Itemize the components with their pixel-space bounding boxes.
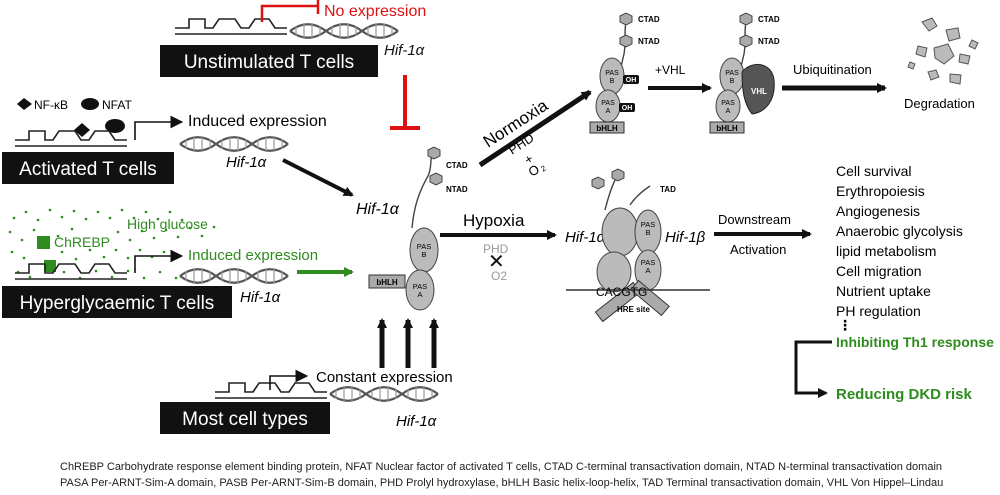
outcome-6: Nutrient uptake (836, 283, 931, 299)
unstimulated-inhibition-arrow (390, 75, 420, 130)
most-cell-label-box (160, 402, 330, 434)
ubiquitination-label: Ubiquitination (793, 62, 872, 77)
unstimulated-gene-construct (174, 18, 400, 40)
activated-expression-label: Induced expression (188, 113, 327, 130)
bhlh-label: bHLH (376, 278, 398, 287)
constant-expression-label: Constant expression (316, 369, 453, 386)
chrebp-icon (37, 236, 50, 249)
oh-label-1: OH (626, 77, 637, 84)
ntad-label: NTAD (446, 185, 468, 194)
degradation-fragments-icon (907, 17, 979, 85)
vhl-bound-hif1a (709, 12, 775, 134)
chrebp-bound-icon (44, 260, 56, 272)
activated-label-box (2, 152, 174, 184)
hyperglycaemic-expression-label: Induced expression (188, 247, 318, 264)
complex-beta-label: Hif-1β (665, 229, 706, 246)
blocked-phd-label: PHD (483, 242, 509, 256)
hypoxia-label: Hypoxia (463, 211, 525, 230)
ctad-label: CTAD (446, 161, 468, 170)
chrebp-label: ChREBP (54, 234, 110, 250)
green-outcome-1: Reducing DKD risk (836, 386, 973, 403)
green-outcome-0: Inhibiting Th1 response (836, 334, 994, 350)
outcome-1: Erythropoiesis (836, 183, 925, 199)
activated-gene-label: Hif-1α (226, 154, 267, 171)
activated-gene-construct (14, 115, 290, 153)
unstimulated-label: Unstimulated T cells (184, 52, 354, 73)
central-gene-label: Hif-1α (356, 201, 400, 218)
nfkb-icon (17, 98, 32, 110)
ntad-label-3: NTAD (758, 37, 780, 46)
downstream-label: Downstream (718, 212, 791, 227)
outcome-4: lipid metabolism (836, 243, 936, 259)
caption-line-1: ChREBP Carbohydrate response element bin… (60, 461, 943, 473)
outcome-3: Anaerobic glycolysis (836, 223, 963, 239)
complex-alpha-label: Hif-1α (565, 229, 606, 246)
most-cell-gene-construct (214, 369, 440, 403)
glucose-dots (8, 208, 216, 280)
most-cell-label: Most cell types (182, 409, 308, 430)
blocked-oxygen-label: O2 (491, 269, 507, 283)
green-outcome-bracket (794, 340, 832, 398)
ctad-label-3: CTAD (758, 15, 780, 24)
nfkb-label: NF-κB (34, 98, 68, 112)
outcome-0: Cell survival (836, 163, 911, 179)
nfat-icon (81, 98, 99, 110)
outcome-7: PH regulation (836, 303, 921, 319)
most-cell-gene-label: Hif-1α (396, 413, 437, 430)
hre-motif-label: CACGTG (596, 285, 647, 299)
outcome-2: Angiogenesis (836, 203, 920, 219)
oh-label-2: OH (622, 105, 633, 112)
hyperglycaemic-label-box (2, 286, 232, 318)
blocked-icon: ✕ (488, 251, 505, 273)
bhlh-label-2: bHLH (596, 124, 618, 133)
oxygen-subscript: 2 (539, 163, 548, 173)
activation-label: Activation (730, 242, 786, 257)
vhl-step-label: +VHL (655, 63, 686, 77)
activated-bound-factors (74, 119, 125, 137)
hif1-complex (566, 168, 710, 323)
high-glucose-label: High glucose (127, 216, 208, 232)
unstimulated-label-box (160, 45, 378, 77)
normoxia-arrow (478, 89, 592, 168)
outcome-5: Cell migration (836, 263, 922, 279)
hif1a-protein (368, 146, 443, 311)
nfat-label: NFAT (102, 98, 132, 112)
ctad-label-2: CTAD (638, 15, 660, 24)
hre-site-label: HRE site (617, 305, 650, 314)
activated-label: Activated T cells (19, 159, 157, 180)
hyperglycaemic-gene-construct (14, 249, 290, 285)
hydroxylated-hif1a (589, 12, 639, 134)
caption-line-2: PASA Per-ARNT-Sim-A domain, PASB Per-ARN… (60, 477, 944, 489)
no-expression-label: No expression (324, 3, 426, 20)
tad-label: TAD (660, 185, 676, 194)
outcome-ellipsis: ⋮ (838, 317, 852, 333)
hyperglycaemic-gene-label: Hif-1α (240, 289, 281, 306)
activated-arrow (282, 158, 354, 197)
hyperglycaemic-label: Hyperglycaemic T cells (20, 293, 215, 314)
no-expression-inhibitor (260, 0, 320, 22)
unstimulated-gene-label: Hif-1α (384, 42, 425, 59)
bhlh-label-3: bHLH (716, 124, 738, 133)
ntad-label-2: NTAD (638, 37, 660, 46)
constant-expression-arrows (377, 318, 439, 368)
degradation-label: Degradation (904, 96, 975, 111)
vhl-label: VHL (751, 87, 767, 96)
